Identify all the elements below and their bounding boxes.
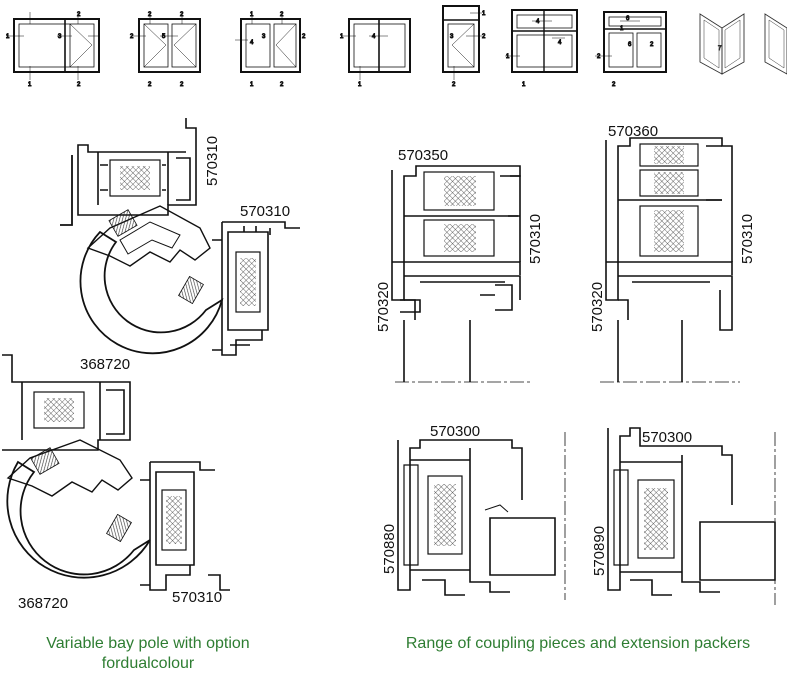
thumbnail-1: 1 2 3 1 2 (6, 12, 100, 89)
coupling-detail-a: 570350 570310 570320 (375, 147, 544, 383)
thumb-1-label-1: 1 (6, 34, 10, 40)
thumb-1-label-3: 3 (58, 34, 62, 40)
thumb-2-label-3: 5 (162, 34, 166, 40)
coupling-b-label-top: 570360 (608, 123, 658, 140)
thumbnail-2: 2 2 5 2 2 2 (130, 12, 201, 89)
thumbnail-5: 1 3 2 2 (442, 5, 487, 89)
thumb-7-label-1: 6 (626, 16, 630, 22)
thumbnail-8: 7 (699, 13, 745, 75)
thumb-7-label-4: 2 (650, 42, 654, 48)
thumb-3-label-1: 1 (250, 12, 254, 18)
coupling-c-label-top: 570300 (430, 423, 480, 440)
bay-bottom-label-b: 570310 (172, 589, 222, 606)
thumb-3-label-5: 2 (302, 34, 306, 40)
thumb-2-label-4: 2 (180, 12, 184, 18)
coupling-b-label-left: 570320 (589, 282, 606, 332)
thumb-3-label-3: 3 (262, 34, 266, 40)
thumb-1-label-4: 1 (28, 82, 32, 88)
thumb-2-label-5: 2 (148, 82, 152, 88)
thumbnail-9 (764, 13, 787, 75)
thumb-7-label-3: 6 (628, 42, 632, 48)
thumbnail-6: 4 1 4 1 (505, 9, 578, 89)
thumbnail-3: 1 2 3 4 2 1 2 (235, 12, 307, 89)
thumb-7-label-5: 2 (597, 54, 601, 60)
thumb-6-label-4: 1 (522, 82, 526, 88)
coupling-detail-c: 570300 570880 (381, 423, 566, 600)
thumb-7-label-2: 1 (620, 26, 624, 32)
bay-pole-caption-line1: Variable bay pole with option (46, 635, 250, 652)
thumb-4-label-3: 1 (358, 82, 362, 88)
coupling-a-label-left: 570320 (375, 282, 392, 332)
thumbnail-7: 6 1 6 2 2 2 (595, 11, 667, 89)
coupling-detail-b: 570360 570310 570320 (589, 123, 756, 383)
coupling-d-label-left: 570890 (591, 526, 608, 576)
thumb-5-label-3: 2 (482, 34, 486, 40)
bay-top-label-c: 368720 (80, 356, 130, 373)
thumbnail-4: 1 4 1 (340, 18, 411, 89)
bay-pole-detail-top: 570310 570310 368720 (60, 118, 300, 373)
thumb-5-label-1: 1 (482, 11, 486, 17)
thumb-1-label-5: 2 (77, 82, 81, 88)
thumb-6-label-3: 4 (558, 40, 562, 46)
thumb-7-label-6: 2 (612, 82, 616, 88)
bay-pole-detail-bottom: 368720 570310 (2, 354, 230, 612)
thumb-3-label-4: 4 (250, 40, 254, 46)
thumb-4-label-1: 1 (340, 34, 344, 40)
coupling-d-label-top: 570300 (642, 429, 692, 446)
bay-top-label-b: 570310 (240, 203, 290, 220)
bay-bottom-label-c: 368720 (18, 595, 68, 612)
coupling-detail-d: 570300 570890 (591, 427, 776, 605)
thumb-3-label-7: 2 (280, 82, 284, 88)
thumb-2-label-1: 2 (130, 34, 134, 40)
coupling-a-label-right: 570310 (527, 214, 544, 264)
coupling-b-label-right: 570310 (739, 214, 756, 264)
thumb-5-label-4: 2 (452, 82, 456, 88)
thumb-2-label-2: 2 (148, 12, 152, 18)
thumb-6-label-1: 4 (536, 19, 540, 25)
thumb-4-label-2: 4 (372, 34, 376, 40)
coupling-caption: Range of coupling pieces and extension p… (405, 635, 751, 652)
coupling-c-label-left: 570880 (381, 524, 398, 574)
thumb-2-label-6: 2 (180, 82, 184, 88)
thumb-5-label-2: 3 (450, 34, 454, 40)
thumb-6-label-2: 1 (506, 54, 510, 60)
thumb-3-label-2: 2 (280, 12, 284, 18)
coupling-a-label-top: 570350 (398, 147, 448, 164)
thumb-8-label-1: 7 (718, 46, 722, 52)
thumb-3-label-6: 1 (250, 82, 254, 88)
bay-top-label-a: 570310 (204, 136, 221, 186)
window-type-thumbnails: 1 2 3 1 2 2 2 5 2 2 2 (6, 5, 787, 89)
bay-pole-caption-line2: fordualcolour (101, 655, 195, 672)
thumb-1-label-2: 2 (77, 12, 81, 18)
bay-pole-caption: Variable bay pole with option fordualcol… (18, 634, 278, 674)
